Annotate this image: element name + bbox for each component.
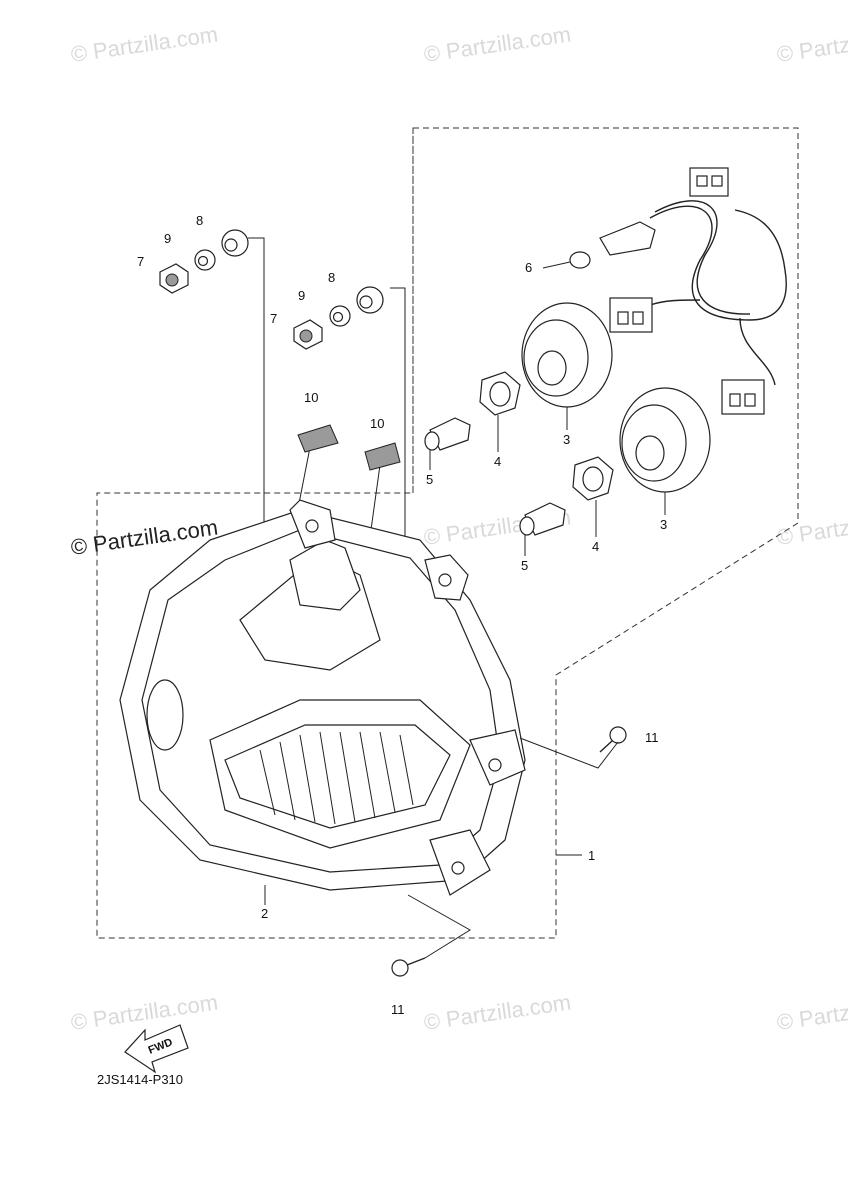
- callout-11: 11: [645, 730, 659, 745]
- callout-8: 8: [196, 213, 203, 228]
- watermark: © Partzilla.com: [775, 505, 848, 550]
- ring-lower: [572, 456, 614, 501]
- bulb-upper: [424, 417, 471, 451]
- watermark: © Partzilla.com: [422, 990, 572, 1035]
- callout-7: 7: [270, 311, 277, 326]
- screw-upper: [599, 726, 627, 753]
- ring-upper: [479, 371, 521, 416]
- callout-3: 3: [660, 517, 667, 532]
- callout-11: 11: [391, 1002, 405, 1017]
- socket-upper: [521, 302, 613, 408]
- callout-5: 5: [521, 558, 528, 573]
- fwd-arrow: FWD: [124, 1024, 189, 1074]
- fitting-set-center: [293, 286, 384, 350]
- watermark: © Partzilla.com: [775, 22, 848, 67]
- callout-7: 7: [137, 254, 144, 269]
- lens-ribs: [259, 731, 414, 825]
- callout-3: 3: [563, 432, 570, 447]
- screw-leaders: [264, 737, 619, 959]
- diagram-code: 2JS1414-P310: [97, 1072, 183, 1087]
- watermark: © Partzilla.com: [69, 22, 219, 67]
- screw-lower: [391, 957, 426, 977]
- label-tags: [297, 424, 401, 471]
- watermark: © Partzilla.com: [775, 990, 848, 1035]
- harness-assembly-box: [96, 127, 799, 939]
- callout-4: 4: [494, 454, 501, 469]
- callout-5: 5: [426, 472, 433, 487]
- socket-lower: [619, 387, 711, 493]
- callout-4: 4: [592, 539, 599, 554]
- callout-8: 8: [328, 270, 335, 285]
- bulb-lower: [519, 502, 566, 536]
- callout-6: 6: [525, 260, 532, 275]
- watermark: © Partzilla.com: [69, 990, 219, 1035]
- callout-10: 10: [304, 390, 318, 405]
- harness-leaders: [429, 261, 666, 556]
- wiring-harness: [569, 167, 787, 415]
- callout-10: 10: [370, 416, 384, 431]
- callout-1: 1: [588, 848, 595, 863]
- callout-labels: 8 9 7 8 9 7 10 10 6 3 3 4 4 5 5 11 1 2 1…: [137, 213, 667, 1017]
- fitting-set-upper-left: [159, 229, 249, 294]
- callout-9: 9: [164, 231, 171, 246]
- callout-2: 2: [261, 906, 268, 921]
- callout-9: 9: [298, 288, 305, 303]
- headlight-unit: [119, 499, 526, 896]
- watermark: © Partzilla.com: [422, 22, 572, 67]
